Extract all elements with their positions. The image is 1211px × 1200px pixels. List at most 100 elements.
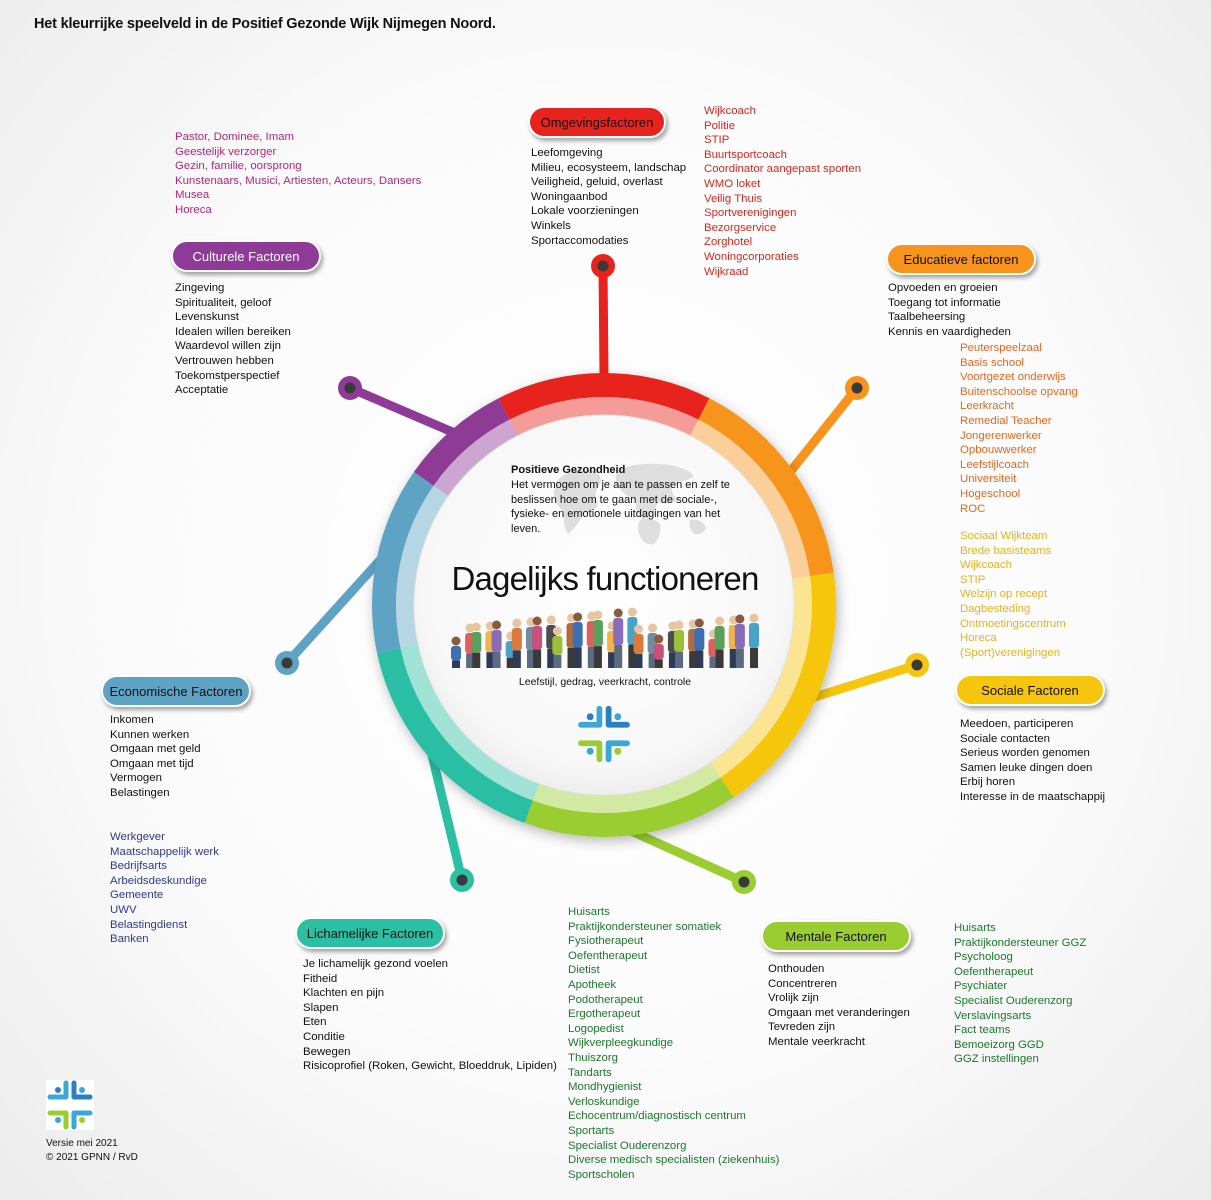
person-figure bbox=[734, 614, 745, 668]
list-item: Opbouwwerker bbox=[960, 444, 1037, 457]
list-item: Ontmoetingscentrum bbox=[960, 617, 1066, 630]
list-item: Sportarts bbox=[568, 1124, 615, 1137]
list-item: Levenskunst bbox=[175, 311, 239, 324]
list-item: Concentreren bbox=[768, 977, 838, 990]
list-item: WMO loket bbox=[704, 177, 761, 190]
page-title: Het kleurrijke speelveld in de Positief … bbox=[34, 16, 496, 32]
world-map-graphic bbox=[554, 463, 706, 545]
list-item: Veilig Thuis bbox=[704, 192, 763, 205]
list-item: STIP bbox=[704, 134, 730, 147]
list-item: Leerkracht bbox=[960, 400, 1014, 413]
educatief-ring-inner bbox=[690, 419, 810, 579]
list-item: Ergotherapeut bbox=[568, 1008, 641, 1021]
educatieve-factoren-pill: Educatieve factoren bbox=[886, 243, 1036, 275]
list-item: Thuiszorg bbox=[568, 1051, 619, 1064]
list-item: Specialist Ouderenzorg bbox=[954, 994, 1073, 1007]
list-item: Je lichamelijk gezond voelen bbox=[303, 958, 448, 970]
list-item: Wijkcoach bbox=[704, 105, 756, 117]
positive-health-heading: Positieve Gezondheid bbox=[511, 464, 626, 476]
person-figure bbox=[532, 616, 543, 668]
list-item: Eten bbox=[303, 1016, 327, 1029]
list-item: Musea bbox=[175, 189, 210, 202]
list-item: Acceptatie bbox=[175, 384, 229, 397]
list-item: Banken bbox=[110, 933, 149, 946]
list-item: Samen leuke dingen doen bbox=[960, 761, 1093, 774]
list-item: UWV bbox=[110, 903, 137, 916]
center-disc bbox=[413, 414, 795, 796]
economisch-spoke bbox=[282, 555, 386, 668]
list-item: Sportverenigingen bbox=[704, 207, 797, 220]
list-item: Risicoprofiel (Roken, Gewicht, Bloeddruk… bbox=[303, 1060, 557, 1073]
lichamelijk-ring-segment bbox=[377, 648, 533, 824]
person-figure bbox=[653, 634, 664, 668]
list-item: Veiligheid, geluid, overlast bbox=[531, 176, 663, 189]
list-item: Oefentherapeut bbox=[568, 949, 648, 962]
list-item: Horeca bbox=[175, 203, 212, 216]
list-item: Maatschappelijk werk bbox=[110, 845, 219, 858]
sociaal-spoke bbox=[807, 660, 922, 703]
omgeving-spoke bbox=[598, 261, 609, 382]
list-item: Praktijkondersteuner somatiek bbox=[568, 920, 722, 933]
list-item: Psychiater bbox=[954, 980, 1008, 993]
person-figure bbox=[572, 612, 583, 668]
cultureel-spoke-dot bbox=[344, 382, 356, 394]
list-item: Lokale voorzieningen bbox=[531, 205, 639, 218]
person-figure bbox=[749, 613, 759, 668]
list-item: Fitheid bbox=[303, 972, 338, 985]
list-item: Milieu, ecosysteem, landschap bbox=[531, 161, 687, 174]
mentaal-ring-segment bbox=[524, 777, 734, 837]
list-item: Kunstenaars, Musici, Artiesten, Acteurs,… bbox=[175, 174, 422, 187]
list-item: Omgaan met geld bbox=[110, 743, 201, 756]
mentale-factoren-pill: Mentale Factoren bbox=[761, 920, 911, 952]
list-item: Erbij horen bbox=[960, 776, 1016, 789]
sociale-factoren-pill: Sociale Factoren bbox=[955, 674, 1105, 706]
educatief-spoke-dot bbox=[851, 382, 863, 394]
list-item: Praktijkondersteuner GGZ bbox=[954, 936, 1087, 949]
lichamelijk-spoke-dot bbox=[456, 874, 468, 886]
sociaal-spoke-dot bbox=[911, 659, 923, 671]
list-item: Peuterspeelzaal bbox=[960, 342, 1042, 354]
person-figure bbox=[471, 622, 482, 668]
list-item: Vrolijk zijn bbox=[768, 992, 819, 1005]
list-item: Horeca bbox=[960, 632, 997, 645]
lichamelijke-factoren-pill: Lichamelijke Factoren bbox=[295, 917, 445, 949]
list-item: Mentale veerkracht bbox=[768, 1035, 865, 1048]
list-item: Bedrijfsarts bbox=[110, 860, 167, 873]
list-item: Dagbesteding bbox=[960, 602, 1031, 615]
list-item: Geestelijk verzorger bbox=[175, 145, 277, 158]
omgeving-ring-segment bbox=[498, 373, 710, 420]
person-figure bbox=[451, 636, 461, 668]
list-item: Inkomen bbox=[110, 714, 154, 726]
list-item: Arbeidsdeskundige bbox=[110, 874, 207, 887]
list-item: Sportscholen bbox=[568, 1168, 635, 1181]
list-item: Echocentrum/diagnostisch centrum bbox=[568, 1110, 746, 1123]
list-item: Interesse in de maatschappij bbox=[960, 790, 1105, 803]
list-item: Jongerenwerker bbox=[960, 429, 1042, 442]
economisch-spoke-dot bbox=[281, 657, 293, 669]
copyright-label: © 2021 GPNN / RvD bbox=[46, 1152, 138, 1163]
list-item: Toekomstperspectief bbox=[175, 369, 280, 382]
list-item: Spiritualiteit, geloof bbox=[175, 296, 272, 309]
list-item: Woningcorporaties bbox=[704, 250, 799, 263]
list-item: Wijkcoach bbox=[960, 559, 1012, 572]
list-item: Politie bbox=[704, 119, 736, 132]
list-item: Vertrouwen hebben bbox=[175, 354, 274, 367]
list-item: Onthouden bbox=[768, 963, 825, 975]
list-item: (Sport)verenigingen bbox=[960, 646, 1061, 659]
list-item: Woningaanbod bbox=[531, 190, 608, 203]
person-figure bbox=[552, 626, 563, 668]
list-item: Serieus worden genomen bbox=[960, 747, 1090, 760]
gpnn-logo-icon bbox=[578, 705, 630, 763]
omgeving-spoke-dot bbox=[597, 260, 609, 272]
list-item: Waardevol willen zijn bbox=[175, 340, 281, 353]
list-item: Wijkraad bbox=[704, 265, 749, 278]
